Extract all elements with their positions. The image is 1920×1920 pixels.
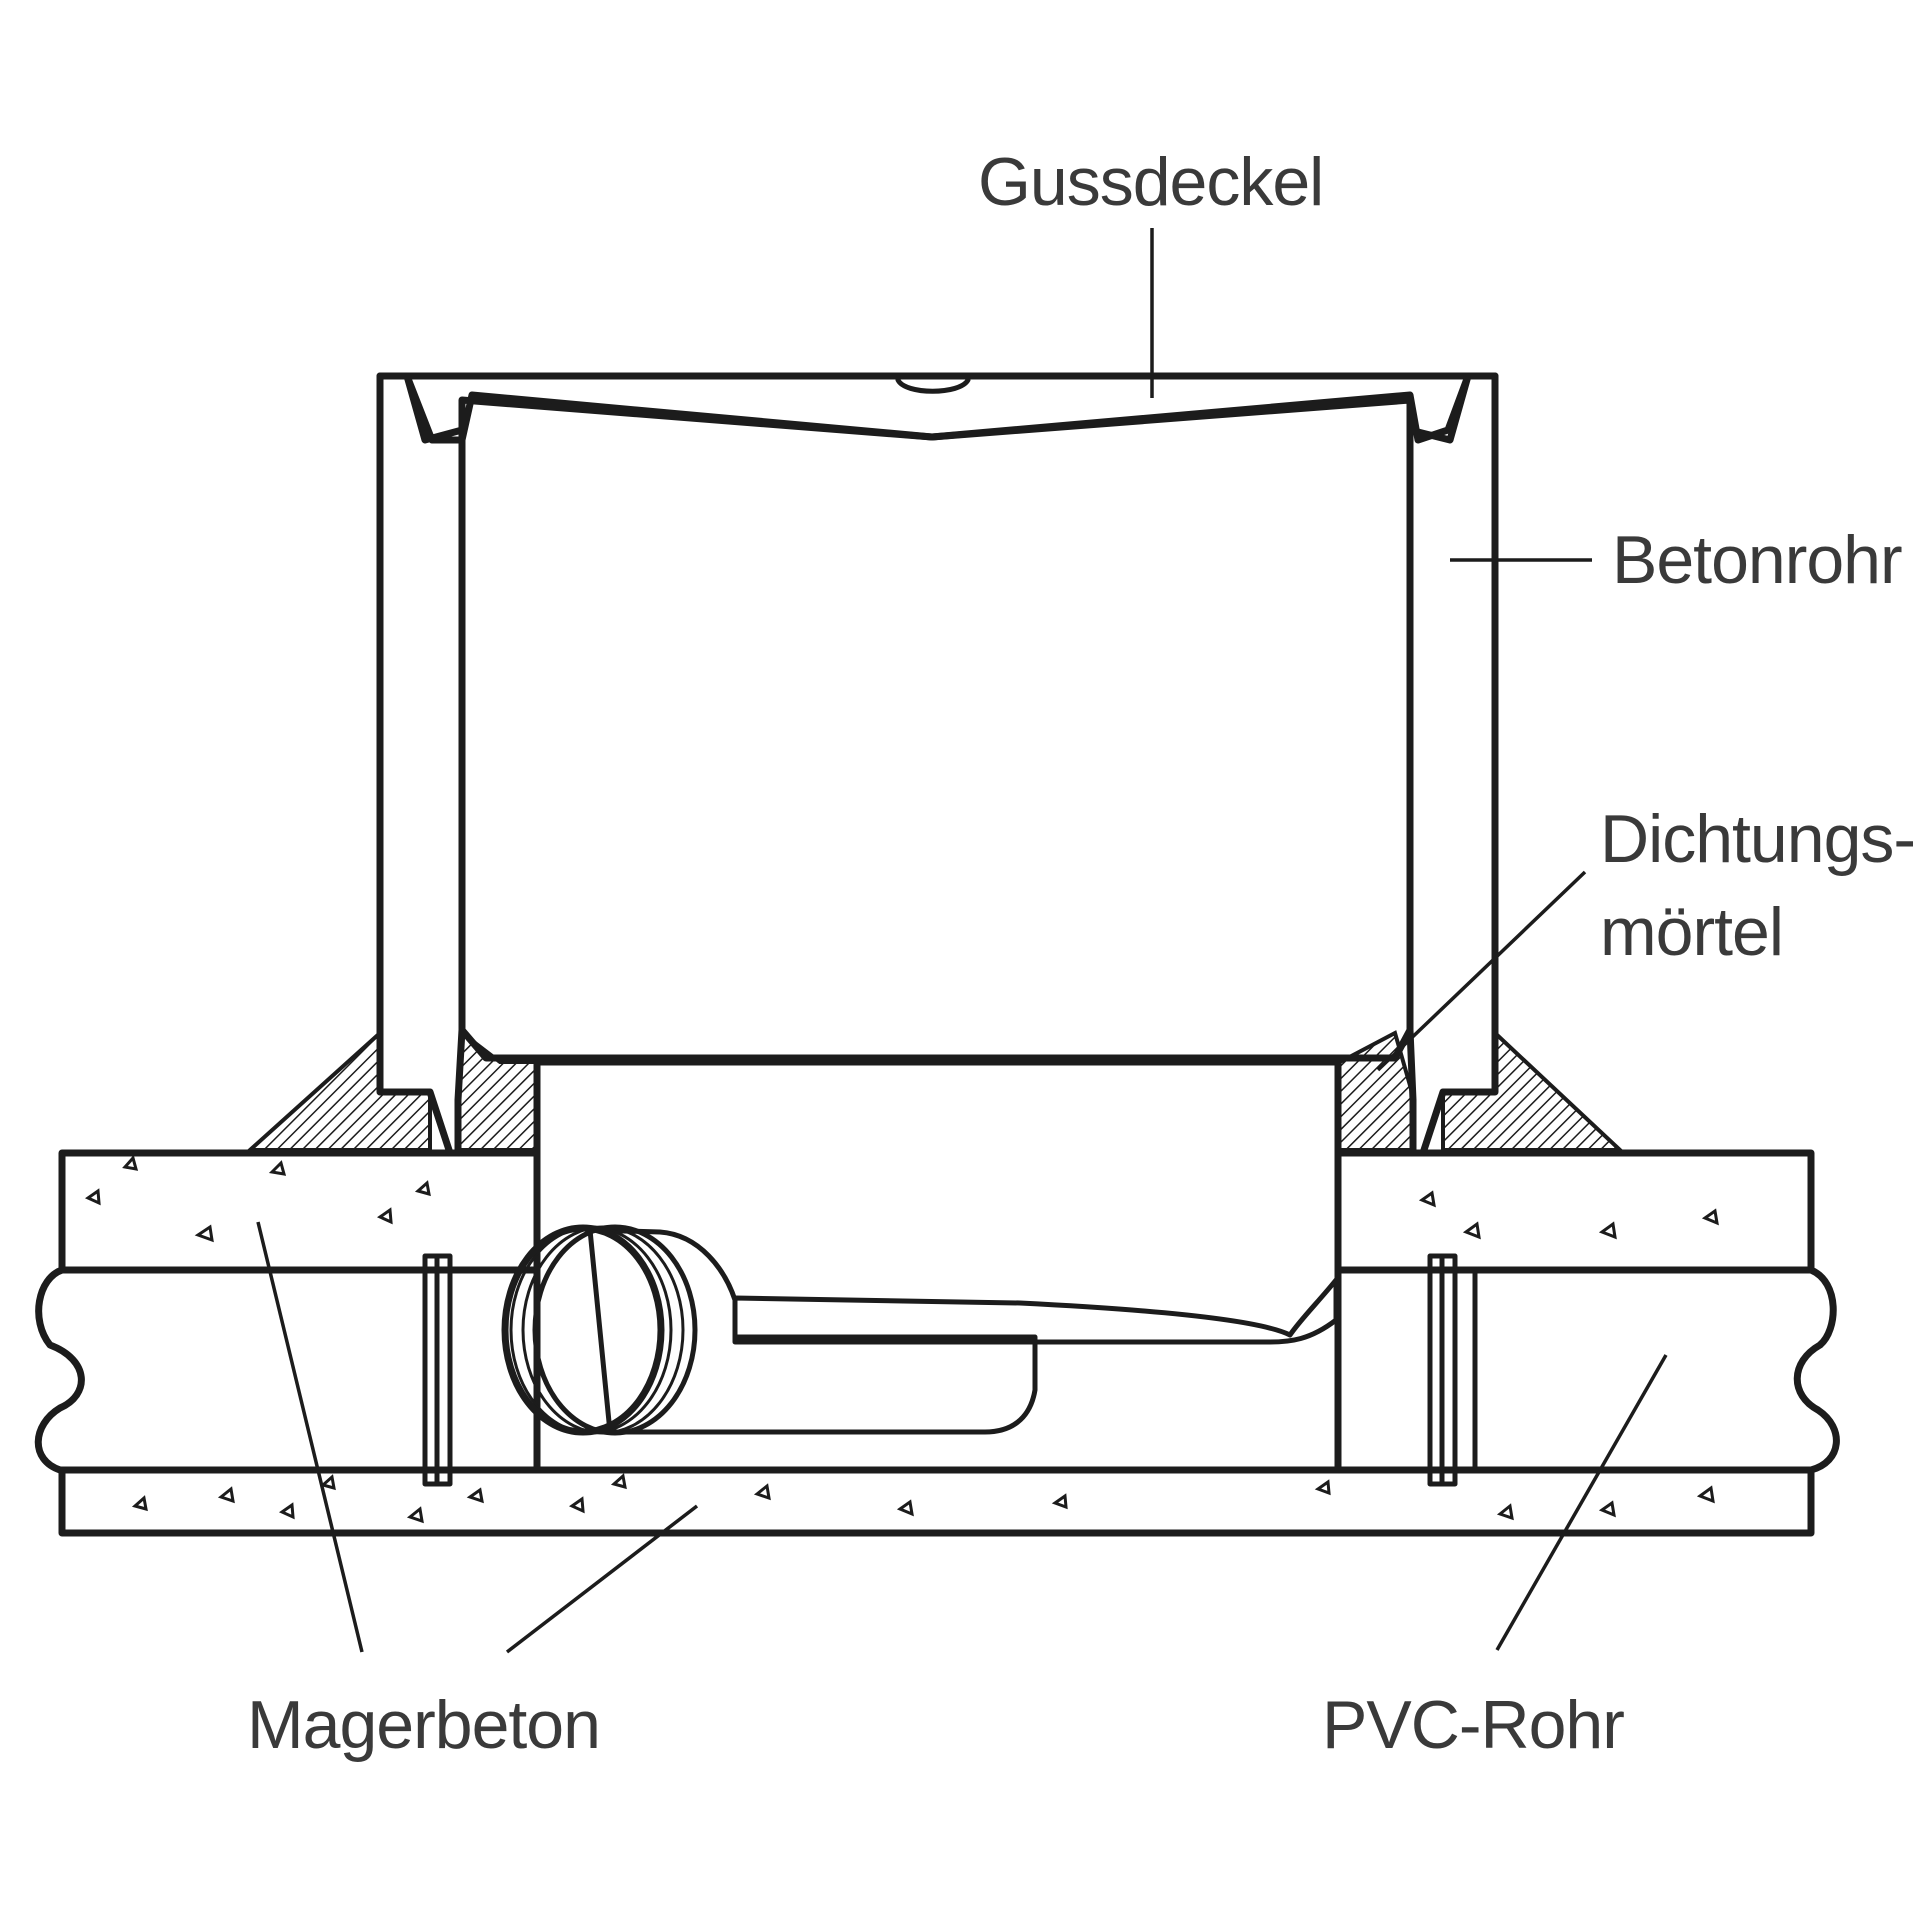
pipe-coupling-right — [1427, 1253, 1478, 1487]
inlet-pipe-cap — [501, 1224, 665, 1436]
label-pvc-pipe: PVC-Rohr — [1322, 1687, 1624, 1763]
label-cover: Gussdeckel — [978, 144, 1323, 220]
aggregate-marks — [84, 1154, 1719, 1524]
pvc-pipes — [34, 1253, 1840, 1487]
leader-lines — [256, 228, 1668, 1654]
label-sealing-mortar-line1: Dichtungs- — [1600, 801, 1915, 877]
labels: Gussdeckel Betonrohr Dichtungs- mörtel M… — [247, 144, 1916, 1763]
sealing-mortar — [244, 1028, 1626, 1152]
concrete-slab-left — [58, 1149, 541, 1274]
inlet-pipe-body — [587, 1227, 1038, 1435]
concrete-pipe-wall-left — [376, 372, 466, 1157]
leader-lean-concrete-2 — [505, 1504, 699, 1654]
cover-lifting-recess — [895, 377, 971, 394]
label-sealing-mortar-line2: mörtel — [1600, 894, 1783, 970]
pipe-coupling-left — [422, 1253, 453, 1487]
concrete-pipe — [376, 372, 1499, 1157]
concrete-pipe-wall-right — [1406, 372, 1499, 1157]
mortar-left-inner — [456, 1029, 539, 1152]
cast-iron-cover — [403, 372, 1472, 1062]
concrete-slab-right — [1334, 1149, 1815, 1274]
pvc-pipe-right — [1334, 1266, 1840, 1474]
label-concrete-pipe: Betonrohr — [1612, 522, 1902, 598]
leader-lean-concrete-1 — [256, 1221, 364, 1653]
leader-pvc-pipe — [1495, 1354, 1668, 1651]
leader-sealing-mortar — [1376, 870, 1587, 1072]
pvc-pipe-left — [34, 1266, 541, 1474]
inlet-pipe-bend — [732, 1277, 1339, 1345]
shaft-bottom-opening — [533, 1058, 1342, 1474]
shaft-bottom — [501, 1058, 1342, 1474]
label-lean-concrete: Magerbeton — [247, 1687, 600, 1763]
cover-body — [458, 396, 1414, 1062]
